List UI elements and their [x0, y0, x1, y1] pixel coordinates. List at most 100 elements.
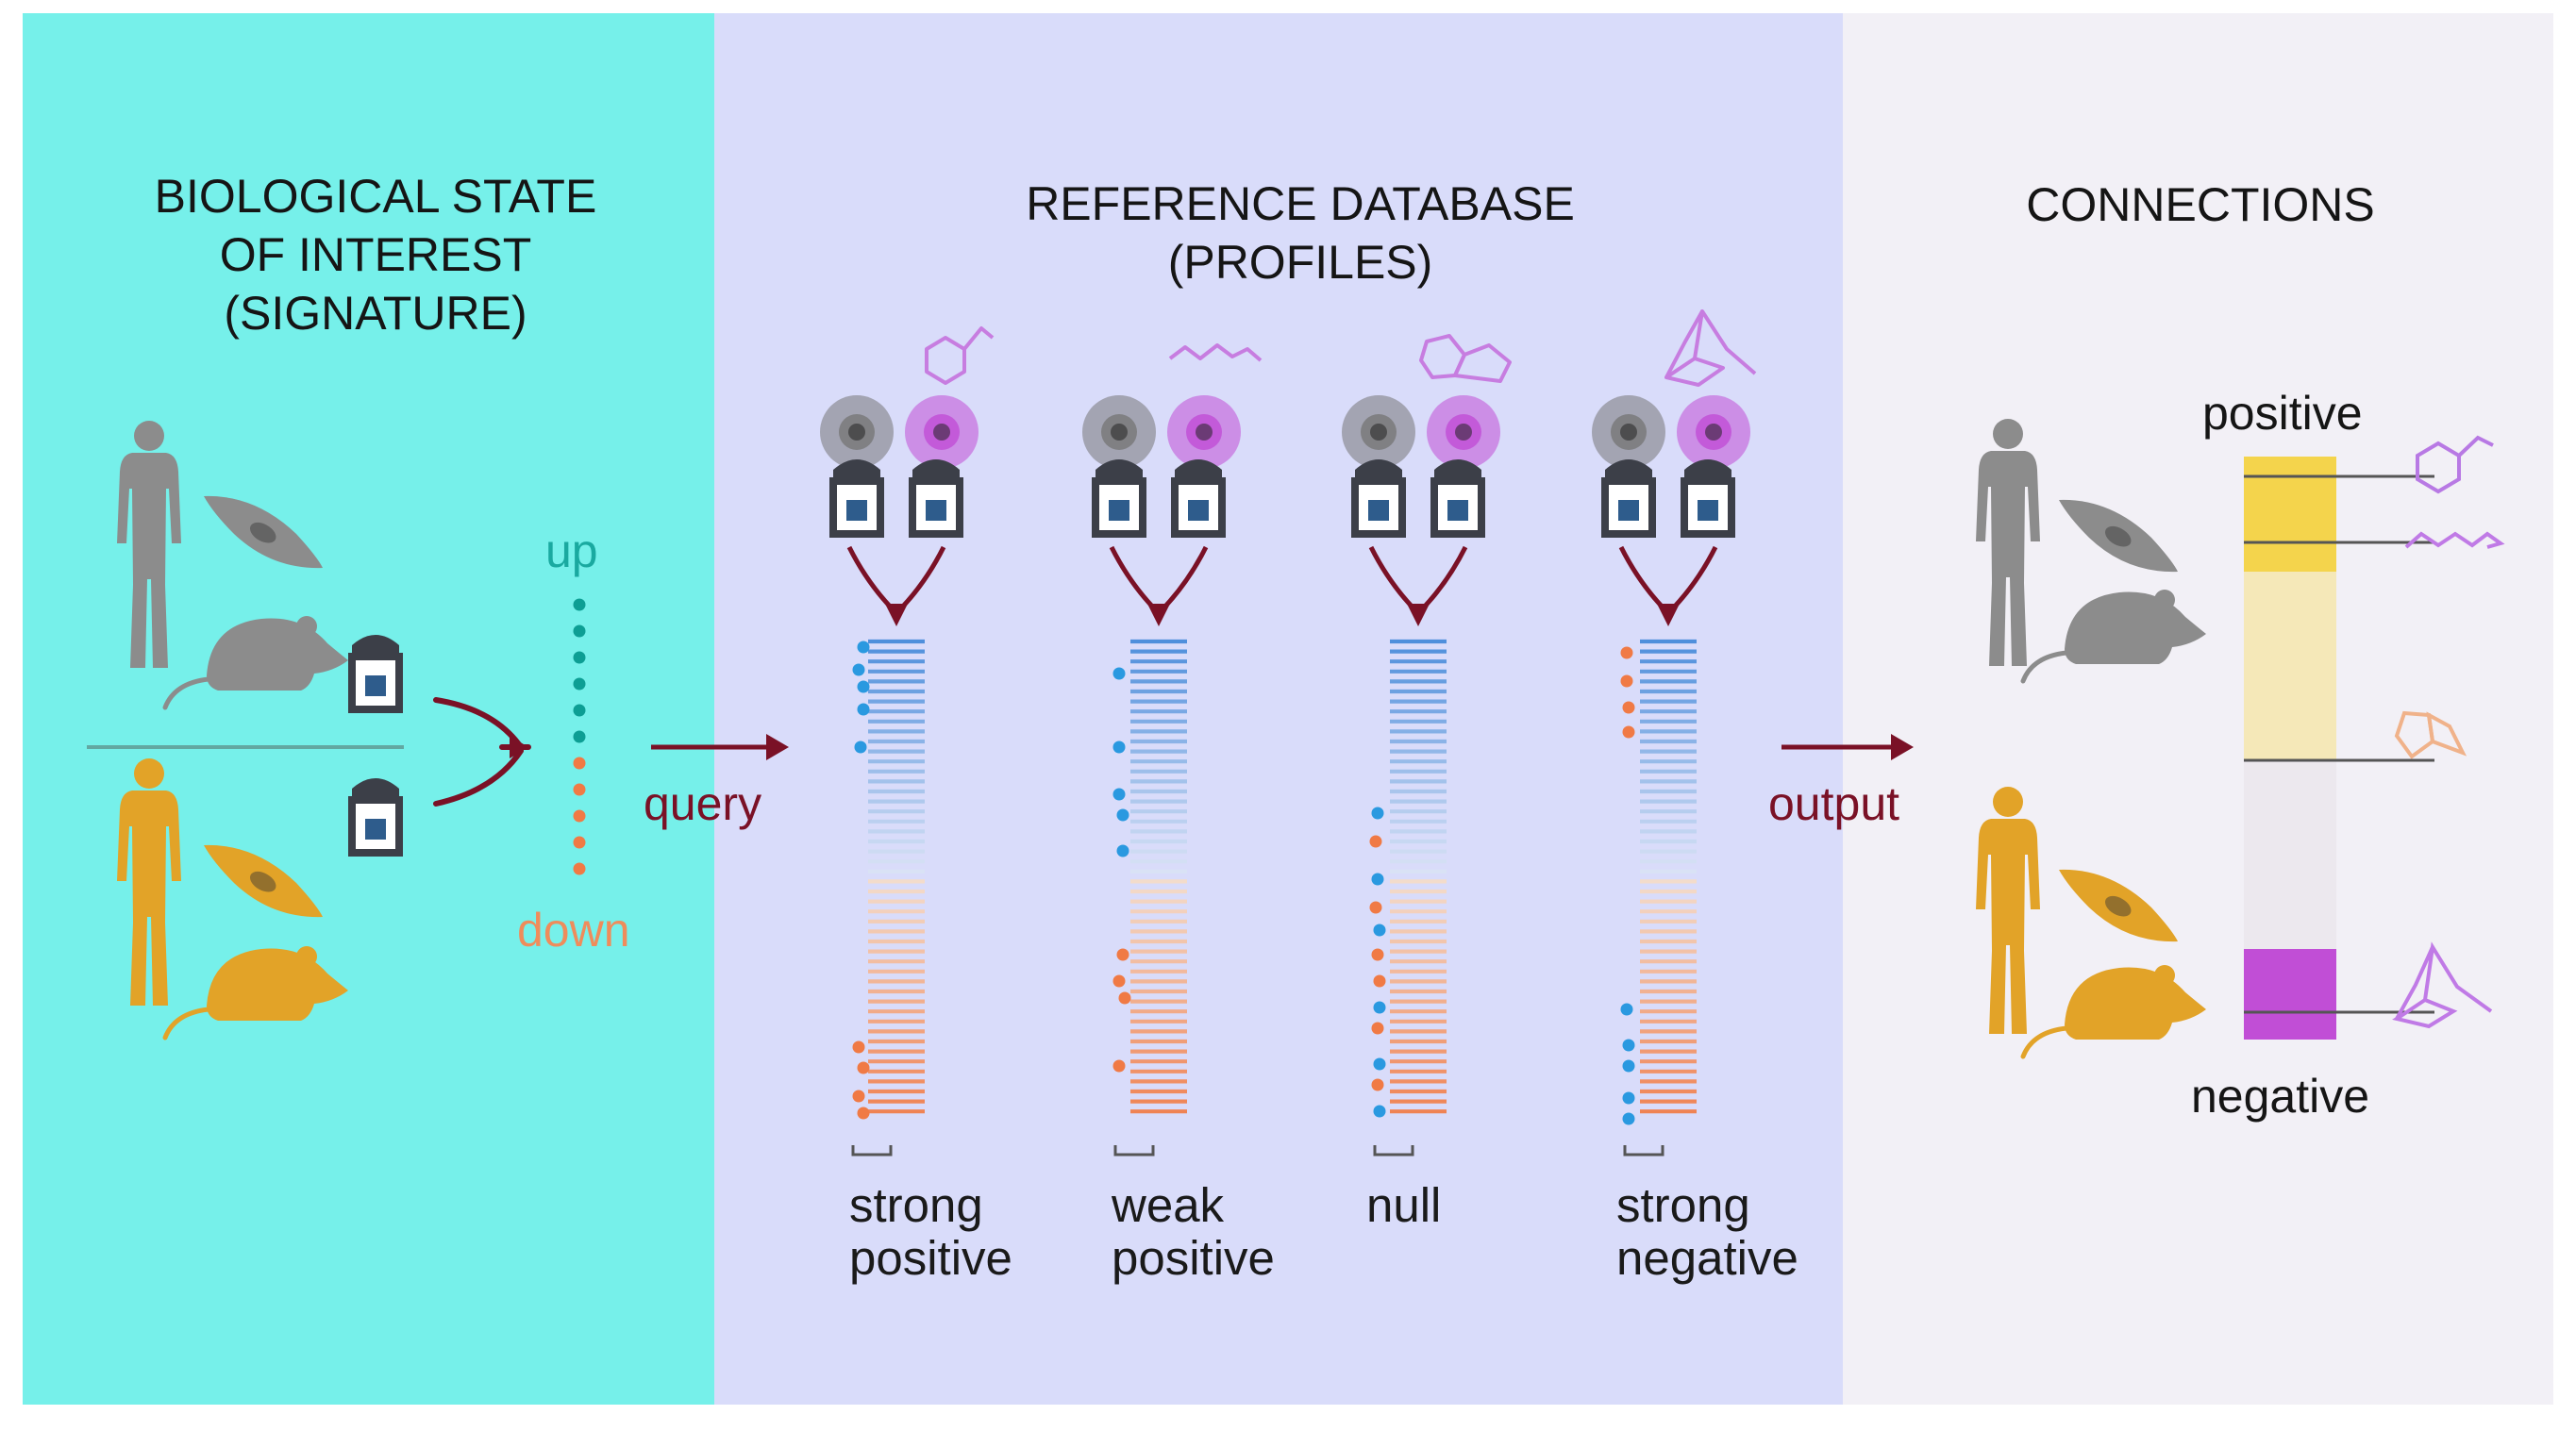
ranked-list — [868, 639, 925, 1114]
merge-arrow-icon — [1109, 545, 1209, 615]
cell-icon — [204, 844, 323, 918]
hit-dot — [1369, 901, 1382, 914]
label-line: positive — [1112, 1231, 1275, 1285]
hit-dot — [1622, 1039, 1635, 1052]
mouse-icon — [165, 616, 348, 707]
vial-icon — [352, 778, 399, 853]
cell-icon — [820, 395, 894, 469]
hit-dot — [1620, 1003, 1633, 1016]
cell-icon — [905, 395, 979, 469]
hit-dot — [1112, 741, 1126, 754]
person-icon — [117, 758, 181, 1006]
cell-icon — [1082, 395, 1156, 469]
hit-dot — [1116, 948, 1129, 961]
molecule-icon — [1664, 309, 1757, 387]
vial-icon — [1096, 459, 1143, 534]
cell-icon — [1427, 395, 1500, 469]
molecule-icon — [925, 326, 995, 385]
hit-dot — [1622, 1091, 1635, 1105]
hit-dot — [854, 741, 867, 754]
hit-dot — [1373, 924, 1386, 937]
signature-dot — [573, 730, 586, 743]
molecule-icon — [2404, 531, 2505, 549]
reference-database-panel — [714, 13, 1843, 1405]
output-arrow-icon — [1781, 734, 1914, 760]
title-line: (SIGNATURE) — [224, 287, 527, 340]
bracket — [1113, 1145, 1155, 1157]
up-label: up — [545, 524, 598, 577]
output-label: output — [1768, 777, 1900, 830]
hit-dot — [1371, 873, 1384, 886]
hit-dot — [1622, 701, 1635, 714]
arrow-icon — [1147, 604, 1170, 626]
molecule-icon — [2416, 435, 2494, 494]
label-line: strong — [1616, 1178, 1750, 1232]
hit-dot — [1622, 725, 1635, 739]
molecule-icon — [2392, 941, 2493, 1029]
signature-dot — [573, 836, 586, 849]
ranked-list — [1640, 639, 1697, 1114]
label-line: positive — [849, 1231, 1012, 1285]
query-arrow-icon — [651, 734, 789, 760]
label-line: strong — [849, 1178, 983, 1232]
title-line: REFERENCE DATABASE — [1026, 177, 1575, 230]
arrow-icon — [1407, 604, 1430, 626]
negative-label: negative — [2191, 1070, 2370, 1123]
down-label: down — [517, 904, 630, 957]
hit-dot — [857, 1061, 870, 1074]
ranked-list — [1130, 639, 1187, 1114]
signature-illustration — [87, 421, 586, 1038]
hit-dot — [857, 1107, 870, 1120]
signature-dot — [573, 651, 586, 664]
hit-dot — [1373, 1001, 1386, 1014]
vial-icon — [1175, 459, 1222, 534]
hit-dot — [1373, 1105, 1386, 1118]
vial-icon — [1355, 459, 1402, 534]
hit-dot — [1112, 1059, 1126, 1073]
vial-icon — [1605, 459, 1652, 534]
hit-dot — [1622, 1112, 1635, 1125]
signature-dot — [573, 704, 586, 717]
hit-dot — [857, 703, 870, 716]
vial-icon — [912, 459, 960, 534]
signature-dot — [573, 677, 586, 691]
title-line: OF INTEREST — [219, 228, 532, 281]
bracket — [851, 1145, 893, 1157]
label-line: null — [1366, 1178, 1442, 1232]
profile-column — [1082, 395, 1241, 1157]
profiles-group — [820, 395, 1750, 1157]
cell-icon — [204, 495, 323, 569]
hit-dot — [1116, 844, 1129, 857]
arrow-icon — [1657, 604, 1680, 626]
signature-dot — [573, 783, 586, 796]
merge-arrow-icon — [1618, 545, 1718, 615]
hit-dot — [1112, 788, 1126, 801]
connections-title: CONNECTIONS — [2026, 178, 2375, 231]
profile-label-strong-positive: strong positive — [849, 1179, 1012, 1285]
signature-dots — [573, 598, 586, 875]
vial-icon — [1684, 459, 1731, 534]
connection-molecules — [2392, 435, 2505, 1029]
hit-dot — [857, 680, 870, 693]
hit-dot — [1373, 974, 1386, 988]
mouse-icon — [2023, 590, 2206, 681]
hit-dot — [1371, 1022, 1384, 1035]
person-icon — [117, 421, 181, 668]
cell-icon — [1342, 395, 1415, 469]
cell-icon — [1167, 395, 1241, 469]
hit-dot — [1622, 1059, 1635, 1073]
positive-label: positive — [2202, 387, 2363, 440]
hit-dot — [852, 1090, 865, 1103]
hit-dot — [1112, 974, 1126, 988]
profile-label-null: null — [1366, 1179, 1441, 1232]
hit-dot — [852, 1040, 865, 1054]
merge-arrow-icon — [846, 545, 946, 615]
bracket — [1373, 1145, 1414, 1157]
ranked-list — [1390, 639, 1447, 1114]
vial-icon — [833, 459, 880, 534]
arrow-icon — [885, 604, 908, 626]
hit-dot — [852, 663, 865, 676]
connections-illustration — [1976, 419, 2505, 1057]
hit-dot — [1112, 667, 1126, 680]
